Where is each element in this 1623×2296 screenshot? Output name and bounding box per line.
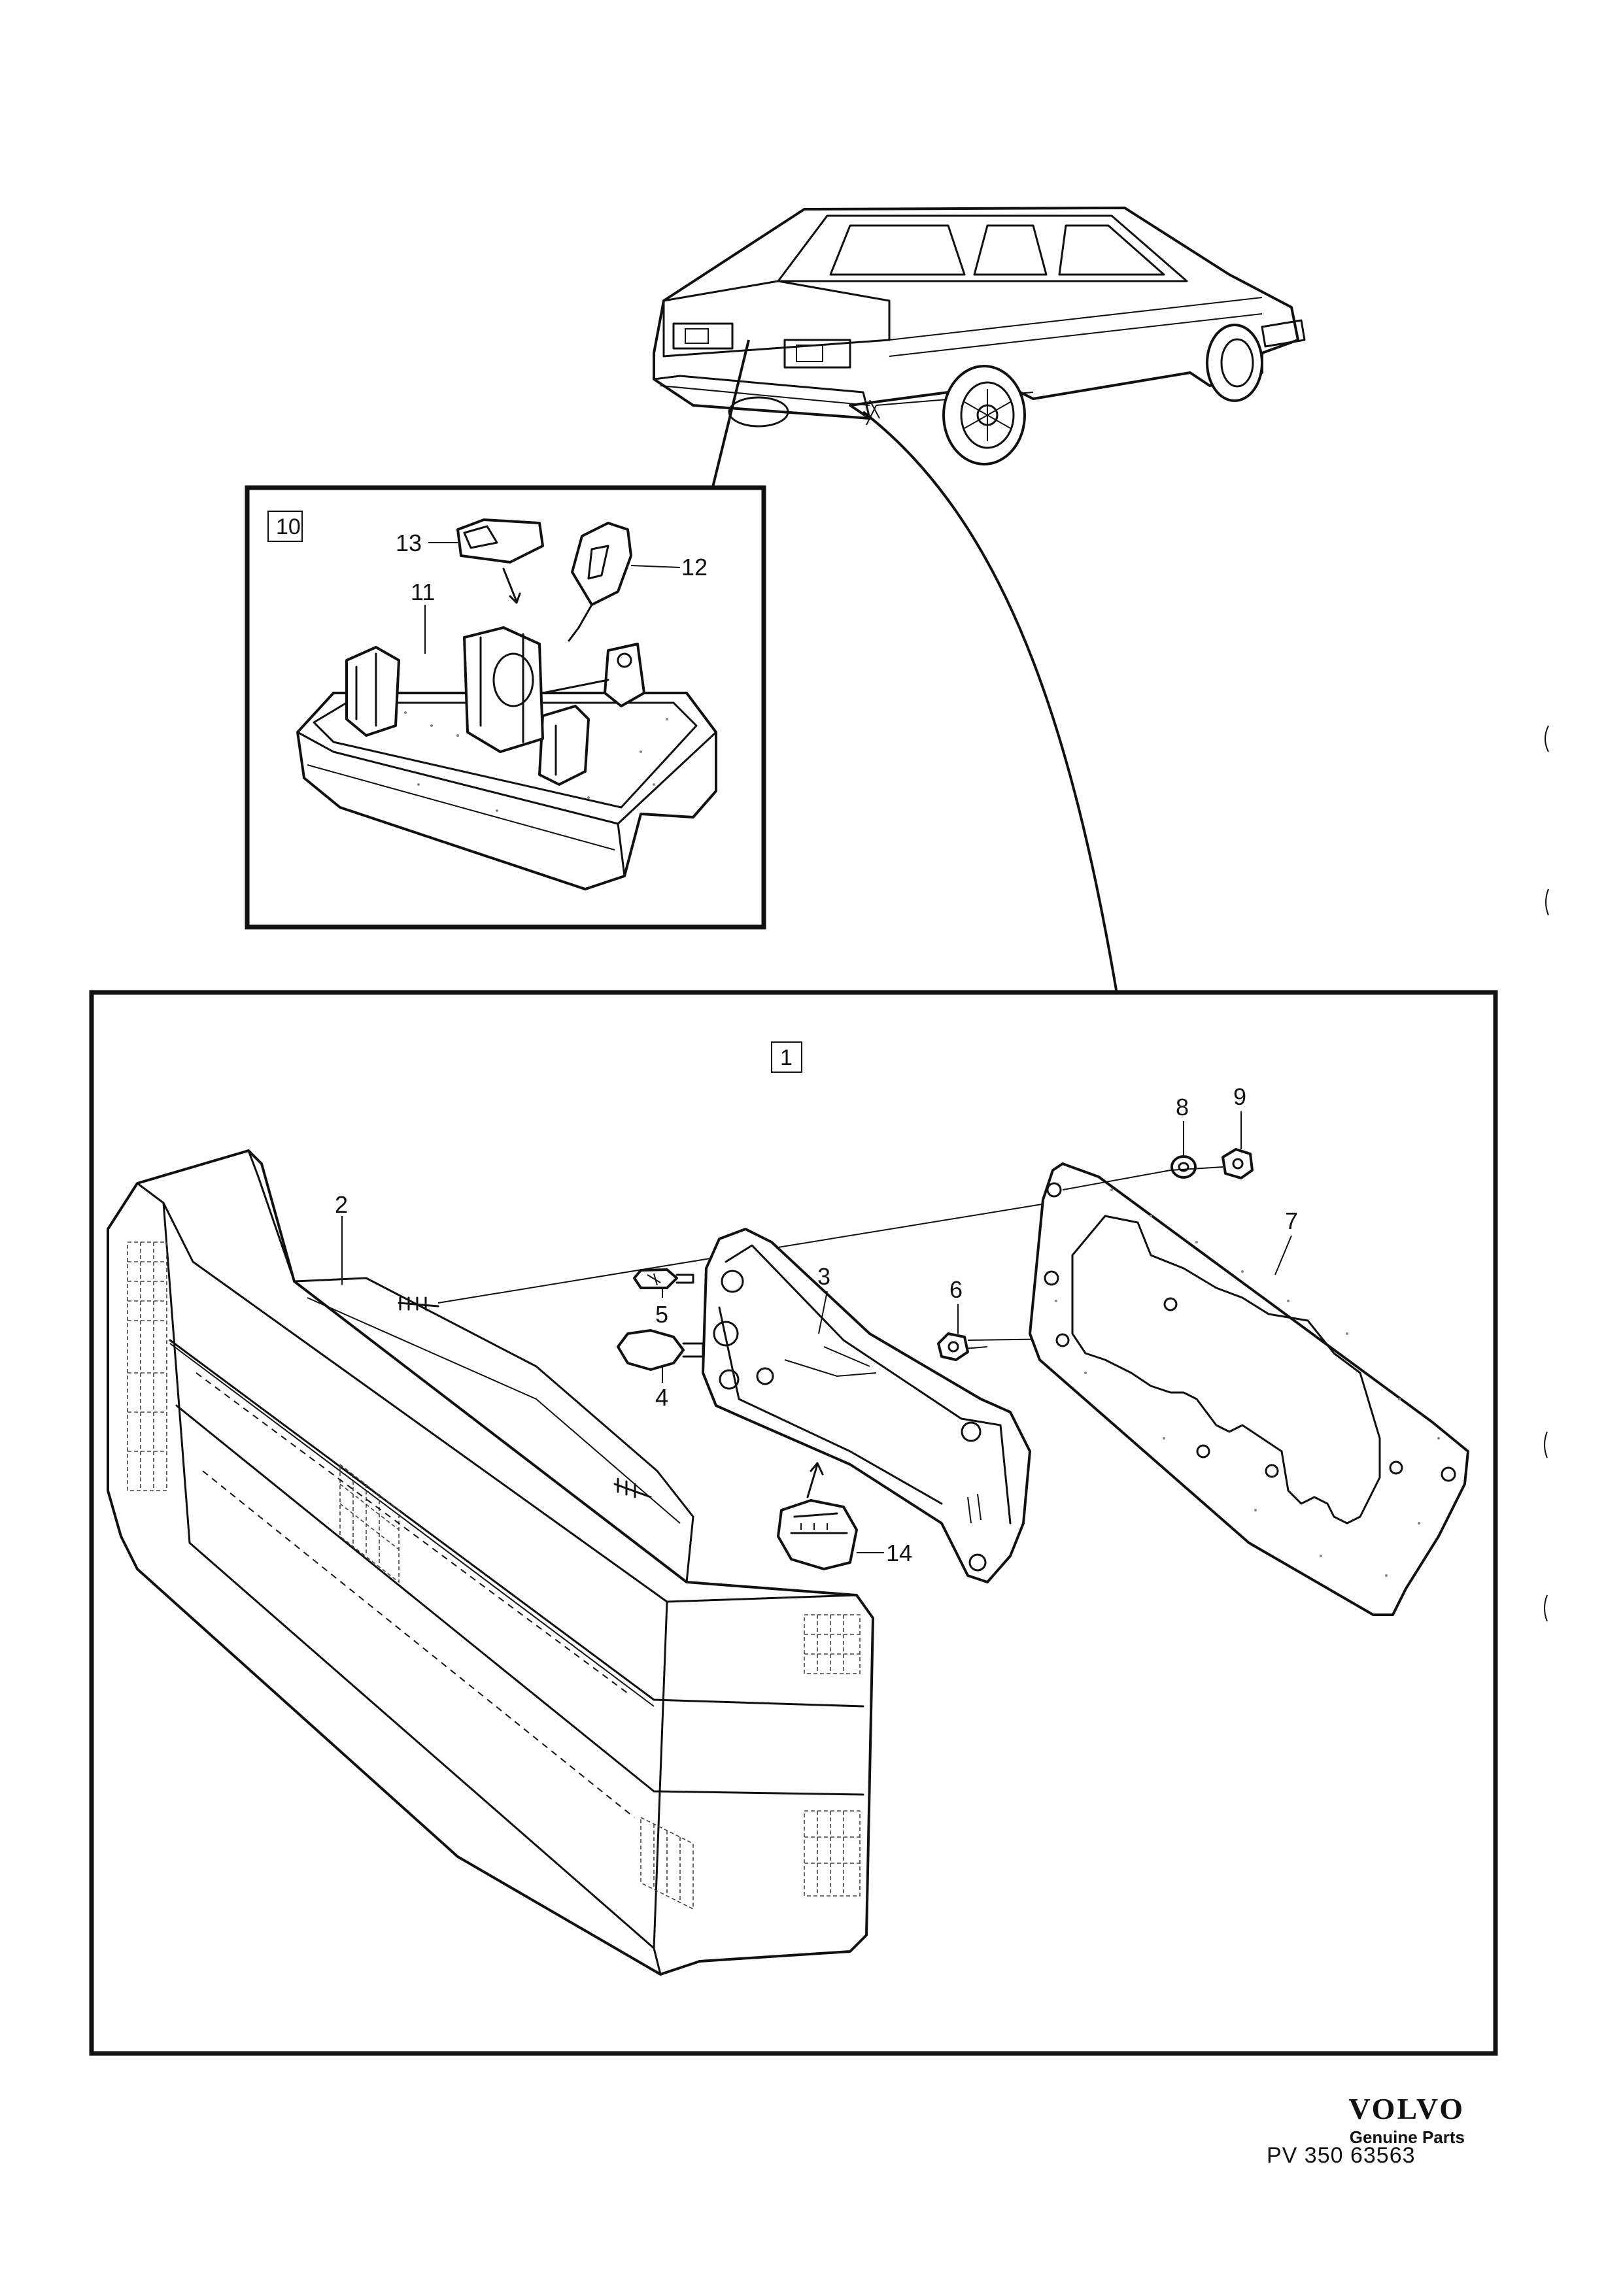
- bulb-holder-base-part-11: [296, 626, 717, 890]
- washer-part-8: [1170, 1155, 1197, 1179]
- bulb-part-12: [568, 522, 632, 642]
- group-1-number: 1: [780, 1045, 793, 1070]
- callout-6: 6: [949, 1276, 963, 1303]
- car-illustration: [653, 207, 1306, 465]
- bulb-part-4: [617, 1329, 704, 1371]
- margin-mark: [1545, 888, 1549, 916]
- cap-part-13: [456, 518, 544, 604]
- bulb-part-5: [633, 1268, 694, 1289]
- callout-5: 5: [655, 1301, 668, 1328]
- callout-2: 2: [335, 1191, 348, 1218]
- margin-mark: [1544, 1431, 1548, 1459]
- margin-mark: [1545, 725, 1549, 752]
- tail-lamp-lens-part-2: [107, 1149, 874, 1976]
- group-10-frame: [245, 485, 766, 930]
- nut-part-9: [1222, 1148, 1254, 1179]
- callout-9: 9: [1233, 1083, 1246, 1110]
- bulb-holder-plate-part-3: [702, 1228, 1031, 1583]
- callout-14: 14: [886, 1540, 912, 1566]
- brand-block: VOLVO Genuine Parts: [1269, 2092, 1465, 2148]
- callout-7: 7: [1285, 1207, 1298, 1234]
- gasket-part-7: [1029, 1162, 1469, 1616]
- callout-8: 8: [1176, 1094, 1189, 1121]
- volvo-logo: VOLVO: [1348, 2092, 1465, 2125]
- callout-4: 4: [655, 1384, 668, 1411]
- brand-subtitle: Genuine Parts: [1349, 2127, 1465, 2147]
- callout-3: 3: [817, 1263, 830, 1290]
- margin-mark: [1544, 1595, 1548, 1622]
- group-10-number: 10: [276, 515, 301, 539]
- reference-code: PV 350 63563: [1267, 2143, 1416, 2168]
- group-1-frame: [89, 990, 1498, 2056]
- callout-12: 12: [681, 554, 708, 581]
- nut-part-6: [937, 1332, 969, 1361]
- connector-part-14: [777, 1462, 858, 1570]
- callout-11: 11: [411, 579, 435, 605]
- callout-13: 13: [396, 530, 422, 556]
- leader-to-group-1: [862, 411, 1118, 994]
- leader-to-group-10: [711, 339, 750, 488]
